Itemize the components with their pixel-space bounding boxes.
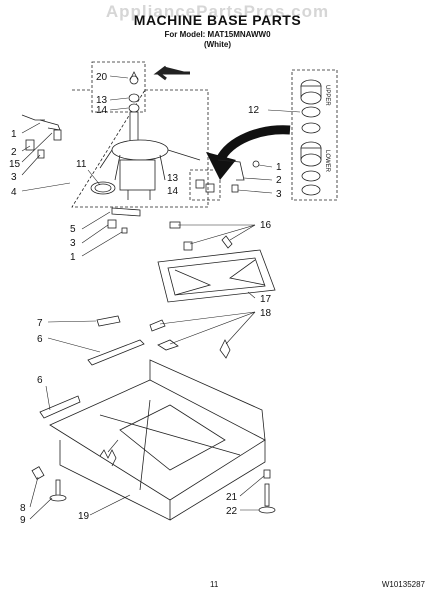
- rail-upper-part: [87, 339, 145, 366]
- callout-17: 17: [260, 294, 272, 305]
- callout-16: 16: [260, 220, 272, 231]
- callout-4: 4: [11, 187, 17, 198]
- callout-1b: 1: [276, 162, 282, 173]
- callout-12: 12: [248, 105, 260, 116]
- drive-assembly-frame: [71, 89, 209, 208]
- callout-15: 15: [9, 159, 21, 170]
- seal-kit-frame: [291, 69, 338, 201]
- rail-lower-part: [39, 395, 81, 419]
- callout-1a: 1: [11, 129, 17, 140]
- pointer-arrow-left: [153, 65, 190, 81]
- bracket-part: [96, 315, 121, 327]
- page-number: 11: [210, 580, 219, 589]
- callout-7: 7: [37, 318, 43, 329]
- callout-14b: 14: [167, 186, 179, 197]
- corner-clips: [149, 319, 231, 359]
- suspension-clips: [169, 221, 233, 251]
- callout-1c: 1: [70, 252, 76, 263]
- seal-kit-parts: [300, 79, 322, 196]
- curved-arrow-head: [206, 152, 236, 180]
- gearcase-assembly: [90, 111, 201, 200]
- lower-label: LOWER: [324, 150, 330, 173]
- base-frame-part: [157, 249, 276, 303]
- spring-part: [99, 449, 117, 467]
- page-title: MACHINE BASE PARTS: [133, 12, 302, 28]
- callout-14a: 14: [96, 105, 108, 116]
- callout-19: 19: [78, 511, 90, 522]
- upper-label: UPPER: [324, 85, 330, 106]
- callout-8: 8: [20, 503, 26, 514]
- callout-2a: 2: [11, 147, 17, 158]
- callout-6b: 6: [37, 375, 43, 386]
- color-line: (White): [203, 40, 232, 49]
- callout-18: 18: [260, 308, 272, 319]
- callout-5: 5: [70, 224, 76, 235]
- cabinet-base-part: [49, 359, 266, 521]
- callout-3a: 3: [11, 172, 17, 183]
- callout-22: 22: [226, 506, 238, 517]
- watermark: AppliancePartsPros.com: [105, 2, 330, 21]
- callout-13b: 13: [167, 173, 179, 184]
- leader-lines: [21, 75, 301, 520]
- retainer-detail-frame: [189, 169, 221, 201]
- pulley-detail-frame: [91, 61, 146, 113]
- document-number: W10135287: [381, 580, 425, 589]
- leveling-leg-left: [31, 466, 67, 502]
- clip-parts-lower-left: [107, 207, 141, 234]
- clip-parts-right: [195, 159, 260, 193]
- pulley-part: [128, 71, 140, 113]
- callout-20: 20: [96, 72, 108, 83]
- callout-21: 21: [226, 492, 238, 503]
- callout-3b: 3: [276, 189, 282, 200]
- clip-parts-left: [21, 114, 62, 159]
- curved-arrow: [215, 125, 291, 163]
- callout-11: 11: [76, 159, 87, 170]
- callout-2b: 2: [276, 175, 282, 186]
- callout-9: 9: [20, 515, 26, 526]
- callout-3c: 3: [70, 238, 76, 249]
- callout-6a: 6: [37, 334, 43, 345]
- model-line: For Model: MAT15MNAWW0: [164, 30, 271, 39]
- callout-13a: 13: [96, 95, 108, 106]
